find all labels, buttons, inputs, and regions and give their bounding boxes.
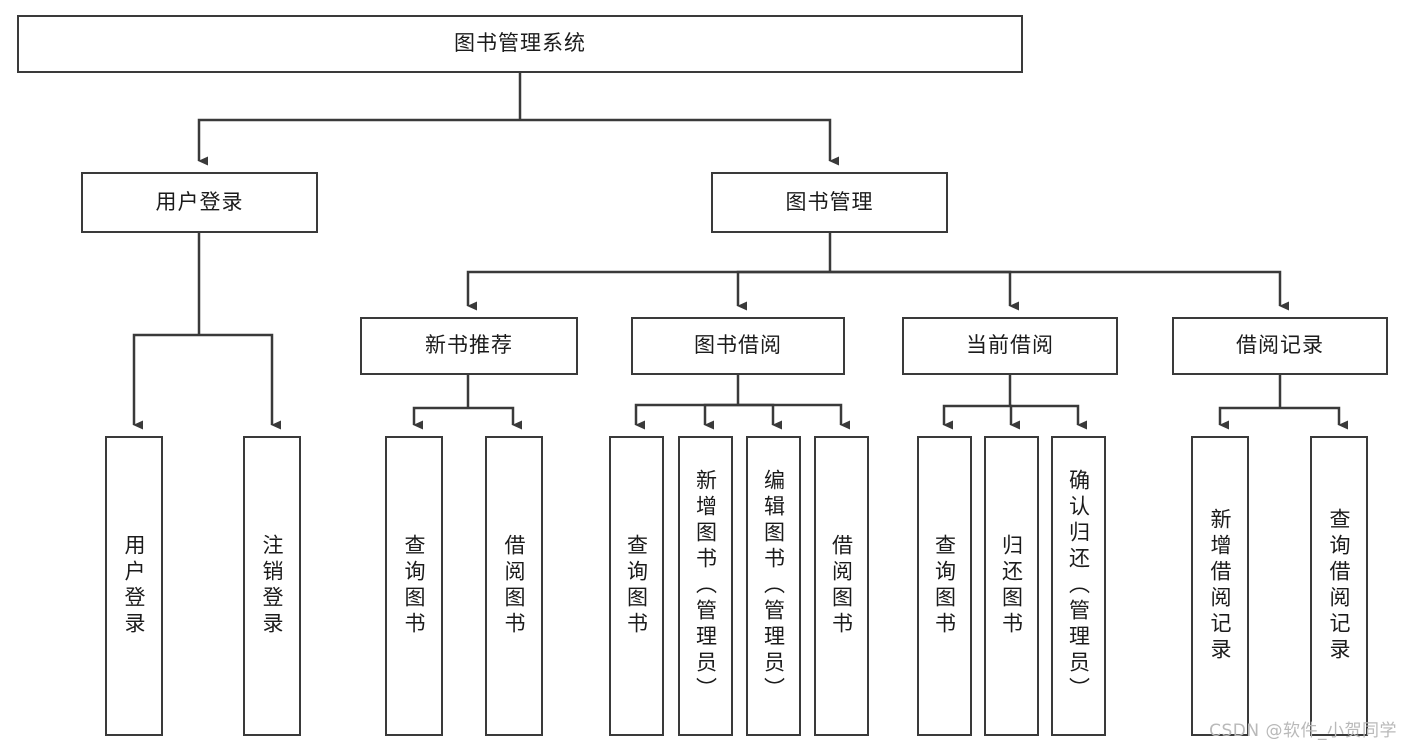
node-query-book-1[interactable]: 查询图书 [385, 436, 443, 736]
edge-root-to-book-management [520, 118, 839, 166]
node-label-book-management: 图书管理 [785, 189, 874, 214]
node-label-borrow-records: 借阅记录 [1236, 333, 1324, 358]
edge-current-borrowing-to-return-book [1009, 404, 1020, 430]
node-borrow-book-2[interactable]: 借阅图书 [814, 436, 869, 736]
edges-group [132, 73, 1348, 430]
node-add-borrow-record[interactable]: 新增借阅记录 [1191, 436, 1249, 736]
node-label-user-login-do: 用户登录 [122, 534, 146, 638]
node-label-book-borrowing: 图书借阅 [694, 333, 782, 358]
edge-root-to-user-login [197, 118, 520, 166]
edge-current-borrowing-to-confirm-return-admin [1010, 404, 1087, 430]
node-add-book-admin[interactable]: 新增图书（管理员） [678, 436, 733, 736]
node-label-current-borrowing: 当前借阅 [966, 333, 1054, 358]
edge-new-book-recommend-to-borrow-book-1 [468, 406, 522, 430]
node-user-logout[interactable]: 注销登录 [243, 436, 301, 736]
node-label-query-borrow-record: 查询借阅记录 [1327, 508, 1351, 664]
node-current-borrowing[interactable]: 当前借阅 [902, 317, 1118, 375]
node-label-borrow-book-2: 借阅图书 [830, 534, 853, 638]
node-confirm-return-admin[interactable]: 确认归还（管理员） [1051, 436, 1106, 736]
node-label-new-book-recommend: 新书推荐 [425, 333, 513, 358]
edge-book-management-to-borrow-records [830, 270, 1289, 311]
node-label-confirm-return-admin: 确认归还（管理员） [1067, 469, 1090, 703]
node-label-edit-book-admin: 编辑图书（管理员） [762, 469, 785, 703]
node-borrow-records[interactable]: 借阅记录 [1172, 317, 1388, 375]
node-label-user-logout: 注销登录 [260, 534, 284, 638]
node-label-add-book-admin: 新增图书（管理员） [694, 469, 717, 703]
node-borrow-book-1[interactable]: 借阅图书 [485, 436, 543, 736]
node-user-login-do[interactable]: 用户登录 [105, 436, 163, 736]
edge-book-borrowing-to-borrow-book-2 [738, 403, 850, 430]
edge-new-book-recommend-to-query-book-1 [412, 406, 468, 430]
edge-book-borrowing-to-query-book-2 [634, 403, 738, 430]
edge-book-borrowing-to-edit-book-admin [738, 403, 782, 430]
node-return-book[interactable]: 归还图书 [984, 436, 1039, 736]
edge-book-management-to-book-borrowing [736, 270, 830, 311]
node-label-query-book-1: 查询图书 [402, 534, 426, 638]
node-query-book-3[interactable]: 查询图书 [917, 436, 972, 736]
node-book-borrowing[interactable]: 图书借阅 [631, 317, 845, 375]
node-label-return-book: 归还图书 [1000, 534, 1023, 638]
edge-borrow-records-to-add-borrow-record [1218, 406, 1280, 430]
node-label-borrow-book-1: 借阅图书 [502, 534, 526, 638]
node-edit-book-admin[interactable]: 编辑图书（管理员） [746, 436, 801, 736]
edge-borrow-records-to-query-borrow-record [1280, 406, 1348, 430]
edge-book-borrowing-to-add-book-admin [703, 403, 738, 430]
edge-user-login-to-user-login-do [132, 333, 199, 430]
edge-book-management-to-current-borrowing [830, 270, 1019, 311]
node-root[interactable]: 图书管理系统 [17, 15, 1023, 73]
edge-book-management-to-new-book-recommend [466, 270, 830, 311]
node-new-book-recommend[interactable]: 新书推荐 [360, 317, 578, 375]
node-label-root: 图书管理系统 [454, 31, 586, 56]
node-query-book-2[interactable]: 查询图书 [609, 436, 664, 736]
node-label-add-borrow-record: 新增借阅记录 [1208, 508, 1232, 664]
node-label-query-book-2: 查询图书 [625, 534, 648, 638]
edge-user-login-to-user-logout [199, 333, 281, 430]
node-query-borrow-record[interactable]: 查询借阅记录 [1310, 436, 1368, 736]
node-user-login[interactable]: 用户登录 [81, 172, 318, 233]
node-book-management[interactable]: 图书管理 [711, 172, 948, 233]
node-label-user-login: 用户登录 [155, 189, 244, 214]
node-label-query-book-3: 查询图书 [933, 534, 956, 638]
edge-current-borrowing-to-query-book-3 [942, 404, 1010, 430]
